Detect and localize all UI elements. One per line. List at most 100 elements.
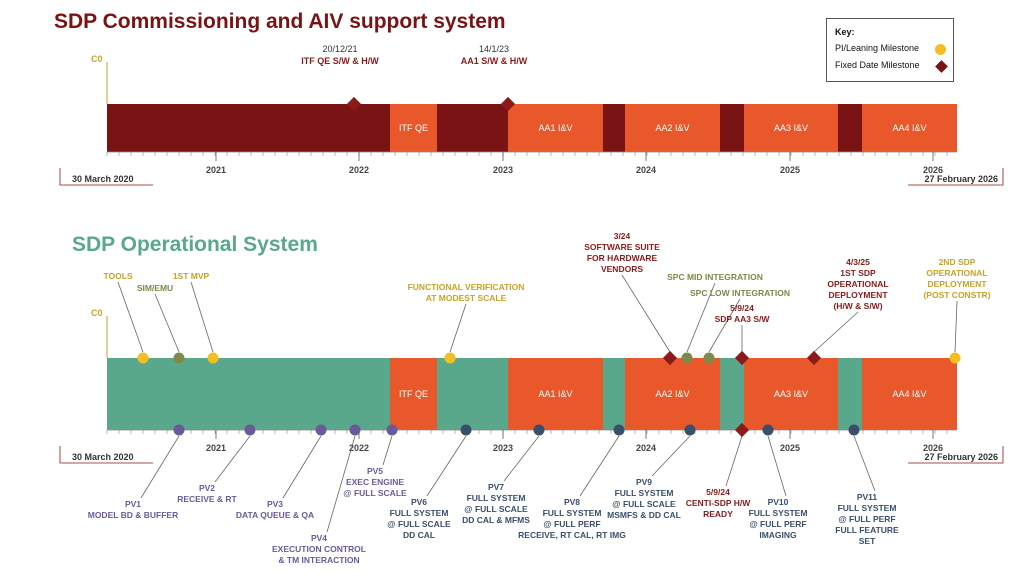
commissioning-title: SDP Commissioning and AIV support system (54, 10, 506, 33)
pi-milestone-circle (681, 352, 693, 364)
milestone-label: PV5 (367, 466, 383, 476)
milestone-label: MSMFS & DD CAL (607, 510, 681, 520)
pi-milestone-circle (137, 352, 149, 364)
milestone-label: FOR HARDWARE (587, 253, 658, 263)
milestone-label: MODEL BD & BUFFER (88, 510, 179, 520)
milestone-label: RECEIVE & RT (177, 494, 237, 504)
bar-segment (508, 358, 603, 430)
year-label: 2023 (493, 165, 513, 175)
year-label: 2026 (923, 165, 943, 175)
fixed-milestone-diamond (734, 422, 750, 438)
legend-pi-label: PI/Leaning Milestone (835, 43, 920, 53)
callout-line (686, 282, 716, 353)
bar-segment (838, 358, 862, 430)
callout-line (954, 300, 958, 353)
milestone-label: PV9 (636, 477, 652, 487)
bar-segment (603, 104, 625, 152)
milestone-label: 4/3/25 (846, 257, 870, 267)
milestone-label: FULL SYSTEM (749, 508, 808, 518)
milestone-label: @ FULL SCALE (343, 488, 407, 498)
pi-milestone-circle (444, 352, 456, 364)
milestone-label: DEPLOYMENT (927, 279, 987, 289)
bar-segment (744, 358, 838, 430)
end-date: 27 February 2026 (924, 174, 998, 184)
end-bracket (908, 446, 1004, 464)
milestone-label: & TM INTERACTION (278, 555, 359, 565)
milestone-label: 1ST MVP (173, 271, 210, 281)
legend-fixed-label: Fixed Date Milestone (835, 60, 920, 70)
callout-line (449, 303, 467, 353)
pv-milestone-circle (173, 424, 185, 436)
pv-milestone-circle (533, 424, 545, 436)
milestone-label: PV1 (125, 499, 141, 509)
fixed-milestone-diamond (806, 350, 822, 366)
milestone-label: EXECUTION CONTROL (272, 544, 366, 554)
c0-label: C0 (91, 308, 103, 318)
callout-line (853, 435, 876, 492)
milestone-label: PV11 (857, 492, 878, 502)
milestone-text: AA1 S/W & H/W (461, 56, 528, 66)
segment-label: AA3 I&V (774, 389, 808, 399)
milestone-label: @ FULL SCALE (612, 499, 676, 509)
callout-line (503, 435, 540, 482)
pi-milestone-circle (207, 352, 219, 364)
pi-milestone-circle (949, 352, 961, 364)
bar-segment (838, 104, 862, 152)
bar-segment (862, 358, 957, 430)
bar-segment (603, 358, 625, 430)
c0-label: C0 (91, 54, 103, 64)
callout-line (708, 298, 741, 353)
milestone-label: SDP AA3 S/W (715, 314, 771, 324)
milestone-label: FULL SYSTEM (543, 508, 602, 518)
milestone-label: @ FULL PERF (838, 514, 895, 524)
milestone-label: OPERATIONAL (926, 268, 987, 278)
milestone-label: (POST CONSTR) (923, 290, 990, 300)
pv-milestone-circle (460, 424, 472, 436)
fixed-milestone-diamond (734, 350, 750, 366)
fixed-milestone-diamond (500, 96, 516, 112)
callout-line (214, 435, 251, 483)
bar-segment (508, 104, 603, 152)
callout-line (426, 435, 467, 497)
callout-line (767, 435, 787, 497)
bar-segment (437, 358, 508, 430)
bar-segment (862, 104, 957, 152)
end-bracket (908, 168, 1004, 186)
milestone-label: @ FULL PERF (749, 519, 806, 529)
segment-label: AA4 I&V (892, 389, 926, 399)
milestone-label: FULL SYSTEM (467, 493, 526, 503)
year-label: 2026 (923, 443, 943, 453)
pv-milestone-circle (684, 424, 696, 436)
start-bracket (59, 168, 153, 186)
year-label: 2022 (349, 165, 369, 175)
milestone-label: FULL SYSTEM (390, 508, 449, 518)
callout-line (117, 281, 144, 353)
milestone-label: @ FULL SCALE (464, 504, 528, 514)
milestone-label: DATA QUEUE & QA (236, 510, 314, 520)
milestone-date: 14/1/23 (479, 44, 509, 54)
year-label: 2021 (206, 443, 226, 453)
bar-segment (744, 104, 838, 152)
milestone-label: SIM/EMU (137, 283, 173, 293)
callout-line (190, 281, 214, 353)
pv-milestone-circle (848, 424, 860, 436)
milestone-label: SOFTWARE SUITE (584, 242, 660, 252)
milestone-label: SPC LOW INTEGRATION (690, 288, 790, 298)
start-date: 30 March 2020 (72, 452, 134, 462)
milestone-label: @ FULL PERF (543, 519, 600, 529)
milestone-label: 5/9/24 (730, 303, 754, 313)
segment-label: ITF QE (399, 389, 428, 399)
milestone-label: DEPLOYMENT (828, 290, 888, 300)
bar-segment (107, 358, 390, 430)
pv-milestone-circle (244, 424, 256, 436)
bar-segment (390, 358, 437, 430)
segment-label: ITF QE (399, 123, 428, 133)
milestone-label: READY (703, 509, 733, 519)
milestone-label: PV2 (199, 483, 215, 493)
milestone-label: PV10 (768, 497, 789, 507)
milestone-label: SPC MID INTEGRATION (667, 272, 763, 282)
segment-label: AA2 I&V (655, 389, 689, 399)
milestone-label: 2ND SDP (939, 257, 976, 267)
pi-milestone-icon (935, 44, 946, 55)
